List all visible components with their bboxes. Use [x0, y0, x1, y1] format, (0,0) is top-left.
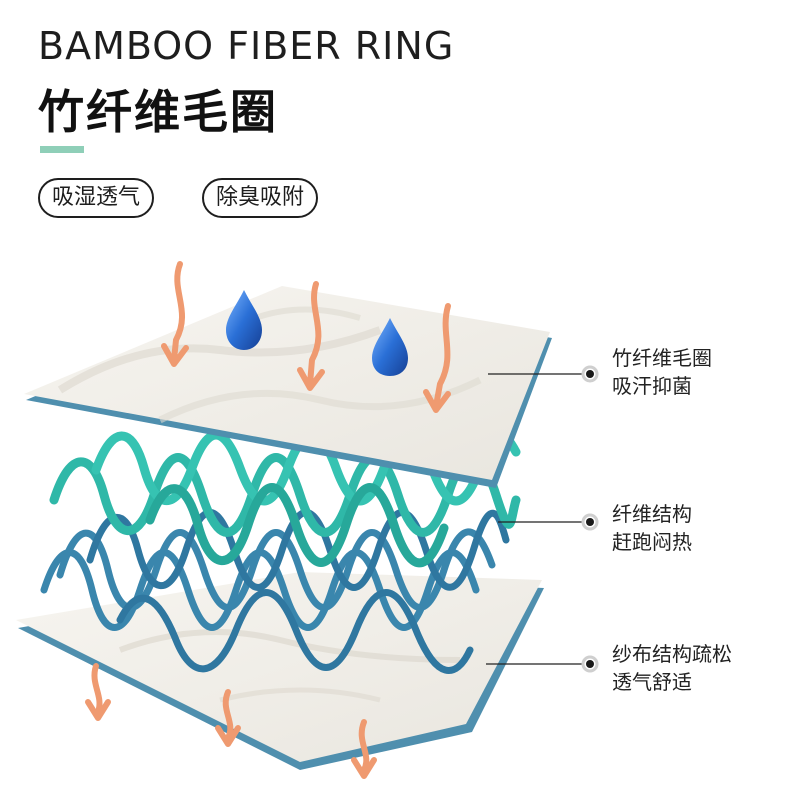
down-arrow-icon [161, 261, 189, 367]
down-arrow-icon [297, 281, 325, 391]
tag-moisture: 吸湿透气 [38, 178, 155, 218]
callout-pointer-1 [488, 365, 599, 383]
down-arrow-icon [351, 719, 377, 779]
title-english: BAMBOO FIBER RING [38, 24, 455, 68]
callout-fiber: 纤维结构 赶跑闷热 [612, 500, 692, 556]
callout-gauze-line1: 纱布结构疏松 [612, 642, 732, 666]
callout-terry-line1: 竹纤维毛圈 [612, 346, 712, 370]
water-drop-icon [372, 318, 408, 376]
accent-bar [40, 146, 84, 153]
tag-deodorize: 除臭吸附 [202, 178, 319, 218]
callout-gauze: 纱布结构疏松 透气舒适 [612, 640, 732, 696]
down-arrow-icon [423, 303, 451, 413]
title-chinese: 竹纤维毛圈 [38, 85, 278, 139]
blue-fiber-layer [40, 509, 510, 674]
water-drop-icon [226, 290, 262, 350]
down-arrow-icon [85, 663, 111, 721]
callout-pointer-2 [498, 513, 599, 531]
callout-terry: 竹纤维毛圈 吸汗抑菌 [612, 344, 712, 400]
callout-fiber-line1: 纤维结构 [612, 502, 692, 526]
callout-gauze-line2: 透气舒适 [612, 670, 692, 694]
callout-pointer-3 [486, 655, 599, 673]
callout-terry-line2: 吸汗抑菌 [612, 374, 692, 398]
down-arrow-icon [215, 689, 241, 747]
callout-fiber-line2: 赶跑闷热 [612, 530, 692, 554]
